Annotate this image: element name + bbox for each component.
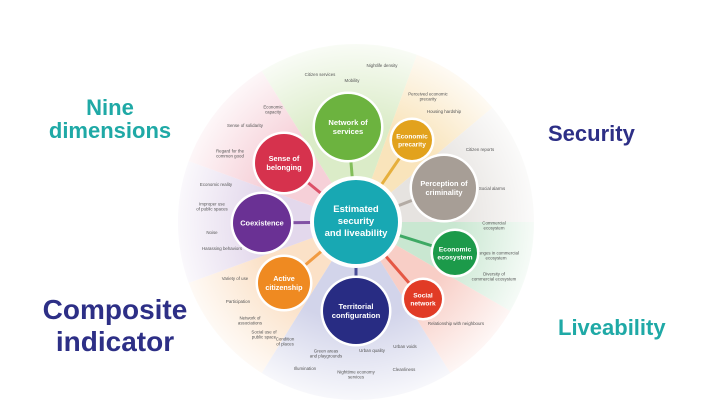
indicator-label: Condition (276, 336, 295, 341)
dimension-circle (433, 231, 477, 275)
indicator-label: Social alarms (479, 186, 506, 191)
indicator-label: Social use of (251, 329, 277, 334)
center-circle (314, 180, 398, 264)
indicator-label: common good (216, 154, 244, 159)
center-label: Estimated (333, 204, 379, 215)
dimension-label: Coexistence (240, 219, 284, 228)
indicator-label: Cleanliness (393, 367, 417, 372)
dimension-node-coexistence: Coexistence (230, 191, 294, 255)
indicator-label: ecosystem (486, 256, 507, 261)
dimension-circle (392, 120, 432, 160)
indicator-label: Economic (263, 104, 283, 109)
indicator-label: Changes in commercial (473, 250, 519, 255)
dimension-nodes: Network ofservicesEconomicprecarityPerce… (230, 91, 480, 347)
security-label: Security (548, 121, 635, 146)
indicator-label: services (348, 375, 365, 380)
indicator-label: Urban quality (359, 348, 386, 353)
dimension-label: Social (413, 292, 433, 299)
indicator-label: Participation (226, 299, 251, 304)
dimension-label: Economic (439, 246, 472, 253)
nine-dimensions-label: Nine dimensions (48, 95, 172, 144)
indicator-label: Perceived economic (408, 91, 448, 96)
indicator-label: of public spaces (196, 207, 228, 212)
indicator-label: Noise (206, 230, 218, 235)
indicator-label: precarity (420, 97, 438, 102)
indicator-label: Urban voids (393, 344, 417, 349)
indicator-label: Housing hardship (427, 109, 462, 114)
dimension-circle (255, 134, 313, 192)
indicator-label: Illumination (294, 366, 317, 371)
dimension-circle (233, 194, 291, 252)
dimension-circle (315, 94, 381, 160)
dimension-circle (258, 257, 310, 309)
indicator-label: Regard for the (216, 148, 245, 153)
dimension-circle (404, 280, 442, 318)
indicator-label: Economic reality (200, 182, 233, 187)
dimension-label: Active (273, 274, 295, 283)
indicator-label: Relationship with neighbours (428, 321, 485, 326)
indicator-label: Diversity of (483, 271, 505, 276)
dimension-circle (412, 156, 476, 220)
indicator-label: Citizen services (305, 72, 337, 77)
dimension-label: belonging (266, 163, 302, 172)
indicator-label: public space (252, 335, 277, 340)
indicator-label: Commercial (482, 220, 505, 225)
dimension-node-economic-ecosystem: Economic ecosystem (430, 228, 480, 278)
composite-indicator-label: Composite indicator (42, 294, 188, 358)
indicator-label: Sense of solidarity (227, 123, 264, 128)
dimension-label: ecosystem (437, 255, 472, 262)
dimension-label: Territorial (339, 302, 374, 311)
indicator-label: and playgrounds (310, 354, 343, 359)
indicator-label: Network of (240, 315, 262, 320)
dimension-circle (323, 278, 389, 344)
center-label: and liveability (325, 228, 389, 239)
dimension-label: precarity (398, 141, 426, 148)
indicator-label: Nighttime economy (337, 369, 375, 374)
dimension-label: configuration (332, 311, 381, 320)
dimension-label: services (333, 127, 363, 136)
indicator-label: capacity (265, 110, 282, 115)
indicator-label: of places (276, 342, 294, 347)
indicator-label: Harassing behaviors (202, 246, 243, 251)
indicator-label: associations (238, 321, 263, 326)
dimension-label: Perception of (420, 179, 468, 188)
indicator-label: Nightlife density (367, 63, 399, 68)
dimension-label: Economic (396, 133, 428, 140)
dimension-label: network (410, 300, 436, 307)
liveability-label: Liveability (558, 315, 666, 340)
indicator-label: Mobility (345, 78, 361, 83)
indicator-label: Improper use (199, 201, 225, 206)
indicator-label: Variety of use (222, 276, 249, 281)
indicator-label: commercial ecosystem (472, 277, 517, 282)
indicator-label: ecosystem (484, 226, 505, 231)
indicator-label: Citizen reports (466, 147, 495, 152)
center-label: security (338, 216, 375, 227)
dimension-label: Network of (328, 118, 368, 127)
dimension-label: Sense of (269, 154, 300, 163)
dimension-label: citizenship (265, 283, 303, 292)
dimension-label: criminality (426, 188, 464, 197)
indicator-label: Green areas (314, 348, 339, 353)
